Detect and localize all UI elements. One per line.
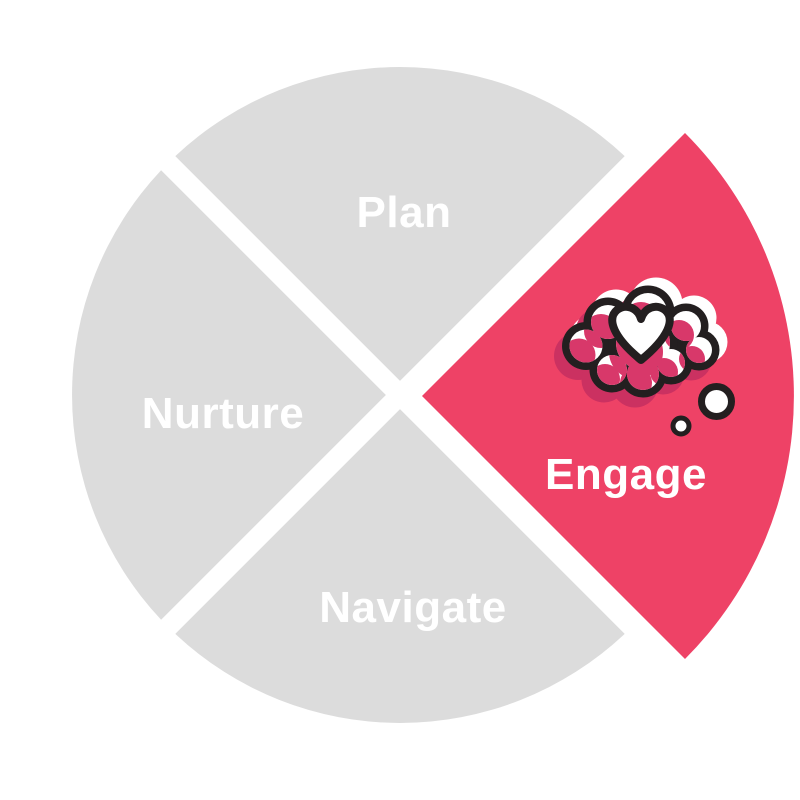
icon-stroked-parts	[608, 302, 735, 437]
wedge-nurture	[72, 170, 386, 620]
wedge-navigate-label: Navigate	[319, 583, 506, 632]
wedge-navigate	[175, 409, 625, 723]
inactive-wedges	[72, 67, 625, 723]
wedge-labels: Plan Nurture Navigate Engage	[142, 188, 707, 632]
wedge-engage-label: Engage	[545, 450, 707, 499]
thought-bubble-large	[698, 383, 735, 420]
thought-cloud-heart-icon	[554, 277, 735, 437]
wedge-plan-label: Plan	[357, 188, 452, 237]
wedge-plan	[175, 67, 625, 381]
wedge-nurture-label: Nurture	[142, 389, 304, 438]
heart-icon	[608, 302, 674, 364]
thought-bubble-small	[670, 415, 692, 437]
